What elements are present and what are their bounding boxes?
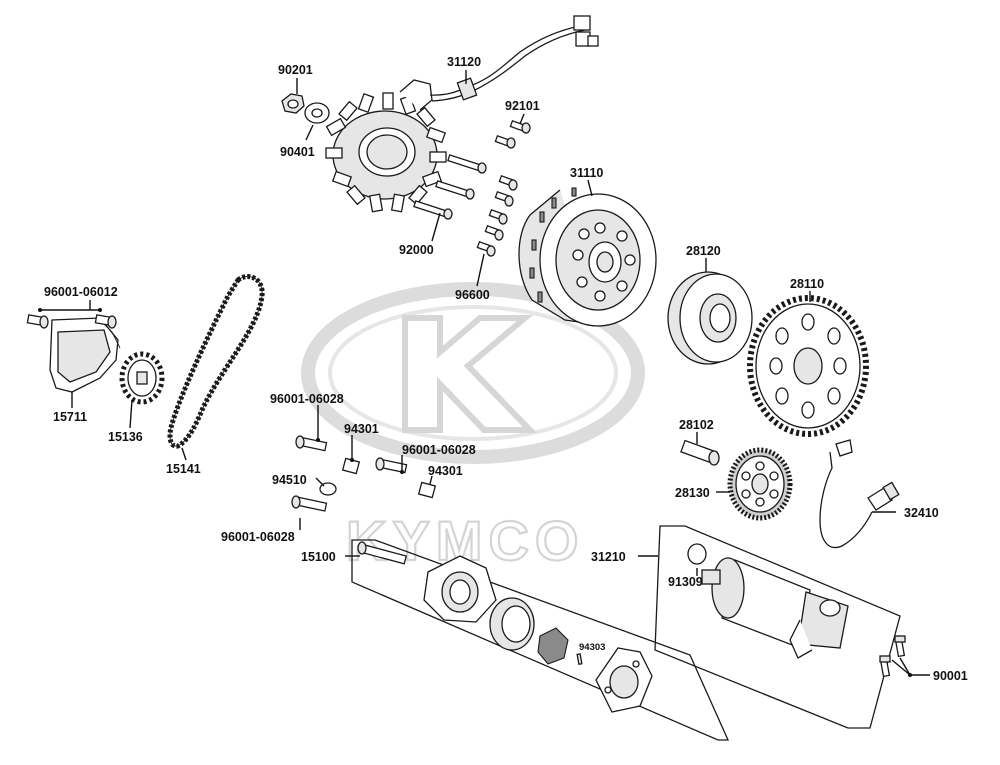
callout-92101: 92101 [505, 99, 540, 113]
idle-shaft-part [680, 439, 720, 466]
bolt-96001-06028-b-part [375, 457, 408, 474]
callout-31210: 31210 [591, 550, 626, 564]
oil-pump-group-frame [351, 539, 730, 741]
bolt-96001-06028-a-part [295, 435, 328, 452]
flywheel-rotor-part [518, 187, 657, 327]
callout-96600: 96600 [455, 288, 490, 302]
driven-gear-part [747, 295, 869, 437]
callout-31120: 31120 [447, 55, 481, 69]
dowel-94301-b-part [417, 481, 437, 499]
callout-92000: 92000 [399, 243, 434, 257]
callout-94510: 94510 [272, 473, 307, 487]
leader-lines [40, 70, 930, 676]
bolts-96001-06012-part [26, 314, 117, 329]
callout-28102: 28102 [679, 418, 714, 432]
starter-cable-part [819, 439, 900, 549]
callout-labels: 90201 90401 31120 92101 31110 92000 9660… [44, 55, 968, 683]
callout-15141: 15141 [166, 462, 201, 476]
callout-94303: 94303 [579, 642, 605, 653]
callout-28120: 28120 [686, 244, 721, 258]
callout-32410: 32410 [904, 506, 939, 520]
starter-motor-group-frame [654, 525, 901, 729]
bolts-90001-part [879, 635, 906, 678]
callout-28130: 28130 [675, 486, 710, 500]
bolt-96001-06028-c-part [291, 495, 328, 512]
callout-90201: 90201 [278, 63, 313, 77]
pin-94303-part [576, 653, 583, 666]
starter-clutch-part [667, 271, 753, 365]
callout-15136: 15136 [108, 430, 143, 444]
oil-pump-cover-part [595, 647, 653, 713]
callout-94301-a: 94301 [344, 422, 379, 436]
callout-96001-06028-c: 96001-06028 [221, 530, 295, 544]
oil-pump-body-part [423, 555, 497, 623]
callout-96001-06028-a: 96001-06028 [270, 392, 344, 406]
clip-94510-part [319, 482, 337, 496]
oil-pump-outer-rotor-part [489, 597, 535, 651]
callout-15711: 15711 [53, 410, 87, 424]
sprocket-15136-part [119, 351, 165, 405]
oring-91309-part [687, 543, 707, 565]
screws-96600-part [476, 174, 518, 257]
oil-pump-inner-rotor-part [537, 627, 569, 665]
cam-chain-guide-part [49, 317, 121, 393]
callout-96001-06028-b: 96001-06028 [402, 443, 476, 457]
callout-91309: 91309 [668, 575, 703, 589]
callout-94301-b: 94301 [428, 464, 463, 478]
callout-90001: 90001 [933, 669, 968, 683]
nut-90201-part [281, 93, 305, 114]
stator-coil-part [325, 15, 599, 213]
callout-31110: 31110 [570, 166, 603, 180]
bolts-92101-part [494, 119, 531, 149]
leader-dots [38, 308, 912, 677]
callout-28110: 28110 [790, 277, 824, 291]
cam-chain-15141-part [167, 274, 265, 449]
oil-pump-shaft-part [357, 541, 408, 565]
callout-90401: 90401 [280, 145, 315, 159]
idle-gear-part [727, 447, 793, 521]
callout-96001-06012: 96001-06012 [44, 285, 118, 299]
washer-90401-part [304, 102, 330, 124]
callout-15100: 15100 [301, 550, 336, 564]
starter-motor-part [701, 557, 849, 659]
